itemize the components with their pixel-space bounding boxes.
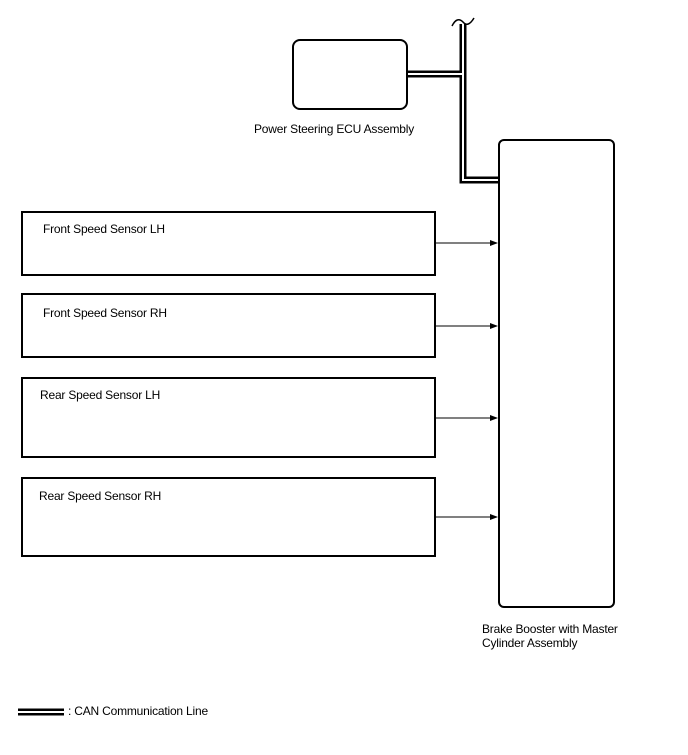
brake-booster-box: [498, 139, 615, 608]
front-speed-sensor-lh-box: [21, 211, 436, 276]
brake-booster-label-line2: Cylinder Assembly: [482, 636, 578, 650]
front-speed-sensor-rh-label: Front Speed Sensor RH: [43, 306, 167, 320]
legend-label: : CAN Communication Line: [68, 704, 208, 718]
line-break-symbol: [451, 17, 475, 27]
rear-speed-sensor-rh-box: [21, 477, 436, 557]
front-speed-sensor-rh-box: [21, 293, 436, 358]
brake-booster-label-line1: Brake Booster with Master: [482, 622, 618, 636]
can-communication-line: [408, 24, 498, 184]
power-steering-ecu-label: Power Steering ECU Assembly: [254, 122, 414, 136]
front-speed-sensor-lh-label: Front Speed Sensor LH: [43, 222, 165, 236]
rear-speed-sensor-lh-label: Rear Speed Sensor LH: [40, 388, 161, 402]
power-steering-ecu-box: [292, 39, 408, 110]
rear-speed-sensor-rh-label: Rear Speed Sensor RH: [39, 489, 162, 503]
rear-speed-sensor-lh-box: [21, 377, 436, 458]
